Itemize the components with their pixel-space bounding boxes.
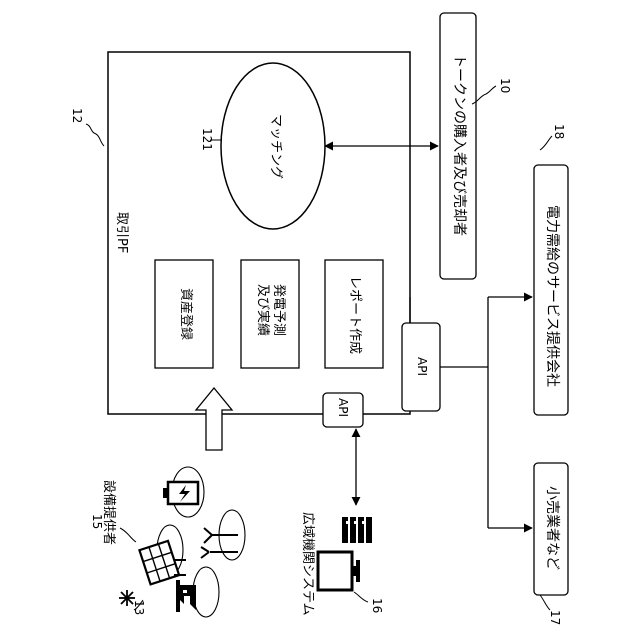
solar-panel-icon	[139, 541, 186, 585]
server-icon	[342, 517, 372, 543]
api-left-label: API	[337, 398, 349, 417]
retailer-label: 小売業者など	[545, 486, 559, 570]
module-label-forecast-line2: 及び実績	[254, 284, 270, 336]
battery-icon	[163, 482, 198, 504]
ref-10: 10	[498, 78, 512, 93]
ref-17-leader	[540, 595, 550, 610]
ref-18-leader	[540, 136, 552, 150]
equipment-label: 設備提供者	[102, 480, 115, 545]
ref-13: 13	[132, 600, 146, 615]
ref-15: 15	[90, 514, 104, 529]
ref-15-leader	[120, 528, 136, 542]
matching-label: マッチング	[269, 114, 282, 179]
api-right-label: API	[416, 357, 428, 376]
ref-18: 18	[552, 124, 566, 139]
module-label-asset: 資産登録	[179, 288, 192, 340]
ref-16-leader	[354, 592, 368, 602]
computer-icon	[318, 552, 360, 590]
token-party-label: トークンの購入者及び売却者	[452, 54, 466, 236]
module-label-forecast: 発電予測 及び実績	[254, 284, 287, 336]
input-hollow-arrow	[196, 388, 232, 450]
module-label-report: レポート作成	[348, 276, 361, 354]
wide-area-label: 広域機関システム	[301, 512, 314, 616]
platform-label: 取引PF	[115, 212, 128, 253]
power-service-label: 電力需給のサービス提供会社	[545, 205, 559, 387]
ref-121: 121	[200, 128, 214, 151]
module-label-forecast-line1: 発電予測	[270, 284, 286, 336]
ref-12: 12	[70, 108, 84, 123]
ref-17: 17	[548, 610, 562, 625]
ref-12-leader	[86, 124, 104, 146]
equipment-oval-factory	[193, 567, 219, 617]
ref-16: 16	[370, 598, 384, 613]
